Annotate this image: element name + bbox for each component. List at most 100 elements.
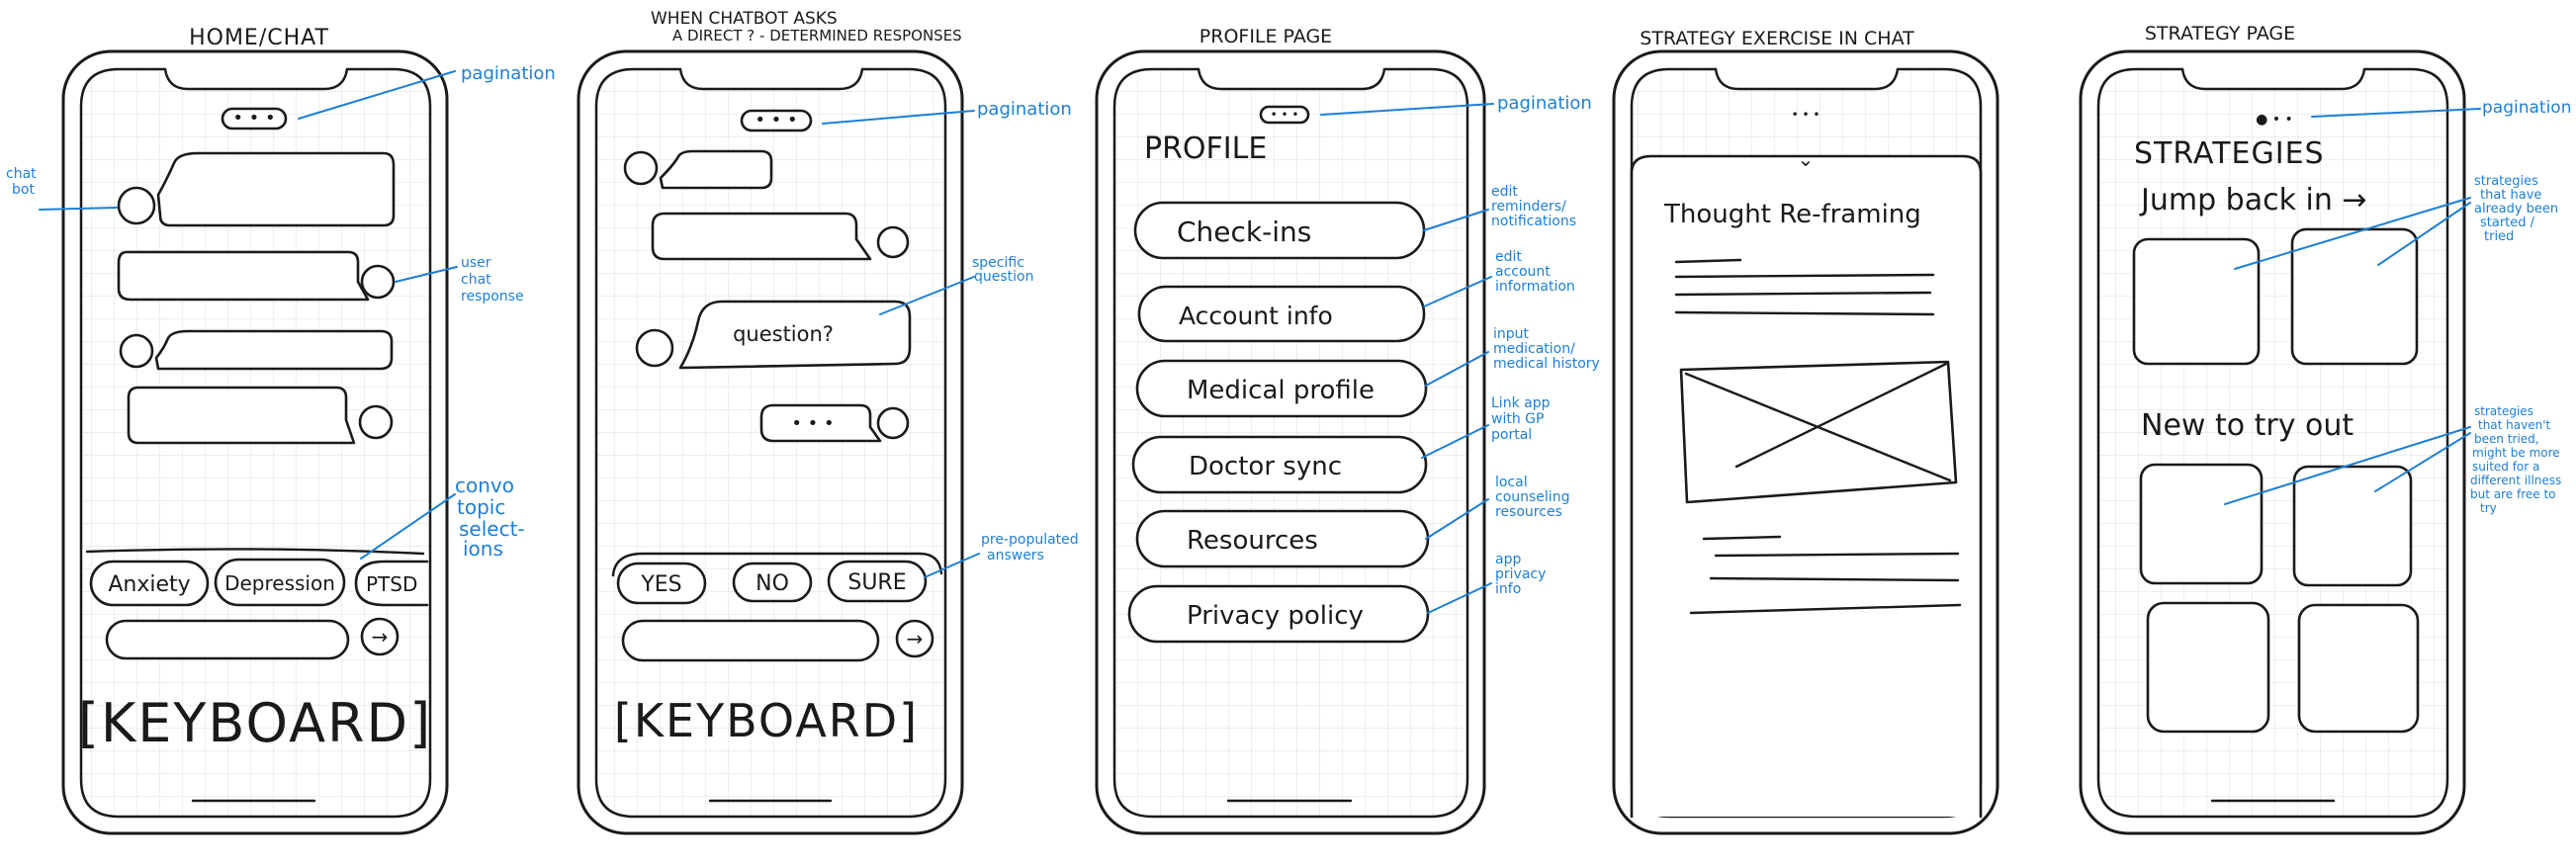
divider [611,552,943,577]
note-pagination: pagination [1497,93,1592,114]
profile-item-medical-profile[interactable] [1135,359,1428,418]
text-line [1702,535,1782,541]
strategy-card-new[interactable] [2292,465,2413,587]
note-strategies-not-tried: but are free to [2470,487,2555,501]
profile-item-label: Account info [1179,302,1333,330]
note-app-privacy: info [1495,581,1521,597]
pagination-dots[interactable] [740,109,813,132]
keyboard-placeholder: [KEYBOARD] [78,692,432,754]
pagination-dots[interactable] [1259,105,1310,125]
bot-avatar [623,150,659,186]
note-convo-topics: topic [457,495,505,519]
profile-item-label: Doctor sync [1189,452,1342,481]
strategy-card-new[interactable] [2139,463,2264,585]
send-arrow-icon: → [372,625,389,649]
section-new-to-try-out: New to try out [2141,408,2354,443]
text-line [1714,552,1960,558]
phone-home-chat: • • • Anxiety Depression PTSD → [KEYBOAR… [61,49,449,835]
note-strategies-started: strategies [2474,174,2538,189]
note-strategies-started: tried [2484,229,2514,244]
note-strategies-started: that have [2480,188,2541,203]
note-edit-account: account [1495,264,1551,280]
note-user-chat-response: user [461,255,491,271]
profile-item-label: Privacy policy [1187,601,1364,631]
answer-chip-no[interactable] [732,562,813,603]
note-prepopulated-answers: pre-populated [981,532,1079,548]
profile-item-account-info[interactable] [1137,285,1426,343]
note-chat-bot: bot [12,182,35,198]
topic-chip[interactable] [89,560,210,607]
note-link-app: with GP [1491,411,1544,427]
annotations-strategy-page: pagination strategies that have already … [2224,98,2571,515]
user-message-bubble [651,212,872,261]
strategy-card-started[interactable] [2132,237,2261,366]
profile-item-label: Resources [1187,526,1318,556]
title-direct-question-line1: WHEN CHATBOT ASKS [651,9,838,29]
annotations-profile: pagination edit reminders/ notifications… [1320,93,1600,614]
note-pagination: pagination [977,99,1072,120]
answer-chip-yes[interactable] [616,562,707,605]
user-avatar [358,404,394,440]
profile-item-resources[interactable] [1135,509,1430,568]
note-specific-question: specific [972,255,1024,271]
note-convo-topics: ions [463,537,503,561]
note-edit-account: information [1495,279,1575,295]
text-line [1674,273,1935,279]
chat-input-field[interactable] [105,619,350,660]
phone-direct-question: • • • question? • • • YES NO SURE → [KEY… [577,49,964,835]
title-strategy-page: STRATEGY PAGE [2145,23,2295,44]
bot-message-bubble [156,151,396,227]
topic-chip[interactable] [214,558,346,607]
topic-chip[interactable] [354,560,429,607]
text-line [1689,603,1962,615]
pagination-dots-glyph: • • • [232,108,275,129]
keyboard-placeholder: [KEYBOARD] [614,694,919,747]
text-line [1709,576,1960,582]
send-button[interactable] [895,619,934,658]
bot-avatar [119,333,154,369]
topic-chip-label: Depression [224,571,335,595]
pagination-dots[interactable] [221,107,288,130]
text-line [1674,258,1742,264]
chat-input-field[interactable] [621,619,880,662]
user-message-bubble [117,250,370,302]
pagination-dots[interactable]: ● • • [2256,112,2293,128]
strategy-card-new[interactable] [2297,603,2420,734]
title-strategy-exercise: STRATEGY EXERCISE IN CHAT [1640,28,1914,49]
topic-chip-label: Anxiety [108,572,190,597]
section-jump-back-in[interactable]: Jump back in → [2139,183,2367,217]
answer-chip-sure[interactable] [827,560,928,603]
bot-question-text: question? [733,322,834,346]
note-edit-reminders: edit [1491,184,1518,200]
bot-avatar [117,186,156,225]
typing-indicator-dots: • • • [791,413,834,434]
text-line [1674,291,1932,297]
note-strategies-not-tried: suited for a [2472,460,2539,474]
note-link-app: Link app [1491,395,1551,411]
annotations-home-chat: pagination chat bot user chat response c… [6,63,556,561]
topic-chip-label: PTSD [366,572,417,596]
note-input-medication: medical history [1493,356,1600,372]
profile-item-doctor-sync[interactable] [1131,435,1428,494]
title-direct-question-line2: A DIRECT ? - DETERMINED RESPONSES [672,27,962,44]
note-input-medication: medication/ [1493,341,1575,357]
image-placeholder-cross [1734,362,1948,469]
note-edit-reminders: notifications [1491,214,1576,229]
note-local-counseling: counseling [1495,489,1569,505]
image-placeholder [1679,360,1958,504]
note-pagination: pagination [461,63,556,84]
phone-strategy-exercise: • • • ⌄ Thought Re-framing [1612,49,1999,835]
annotations-direct-question: pagination specific question pre-populat… [822,99,1079,578]
strategy-card-new[interactable] [2146,601,2270,734]
send-button[interactable] [360,617,400,656]
note-convo-topics: convo [455,474,514,497]
note-app-privacy: privacy [1495,566,1546,582]
answer-chip-label: NO [755,571,789,596]
note-app-privacy: app [1495,552,1521,567]
title-home-chat: HOME/CHAT [189,26,329,50]
profile-item-label: Check-ins [1177,216,1311,248]
strategy-card-started[interactable] [2290,227,2419,366]
collapse-chevron-icon[interactable]: ⌄ [1798,147,1815,171]
pagination-dots[interactable]: • • • [1792,108,1821,122]
note-user-chat-response: chat [461,272,491,288]
